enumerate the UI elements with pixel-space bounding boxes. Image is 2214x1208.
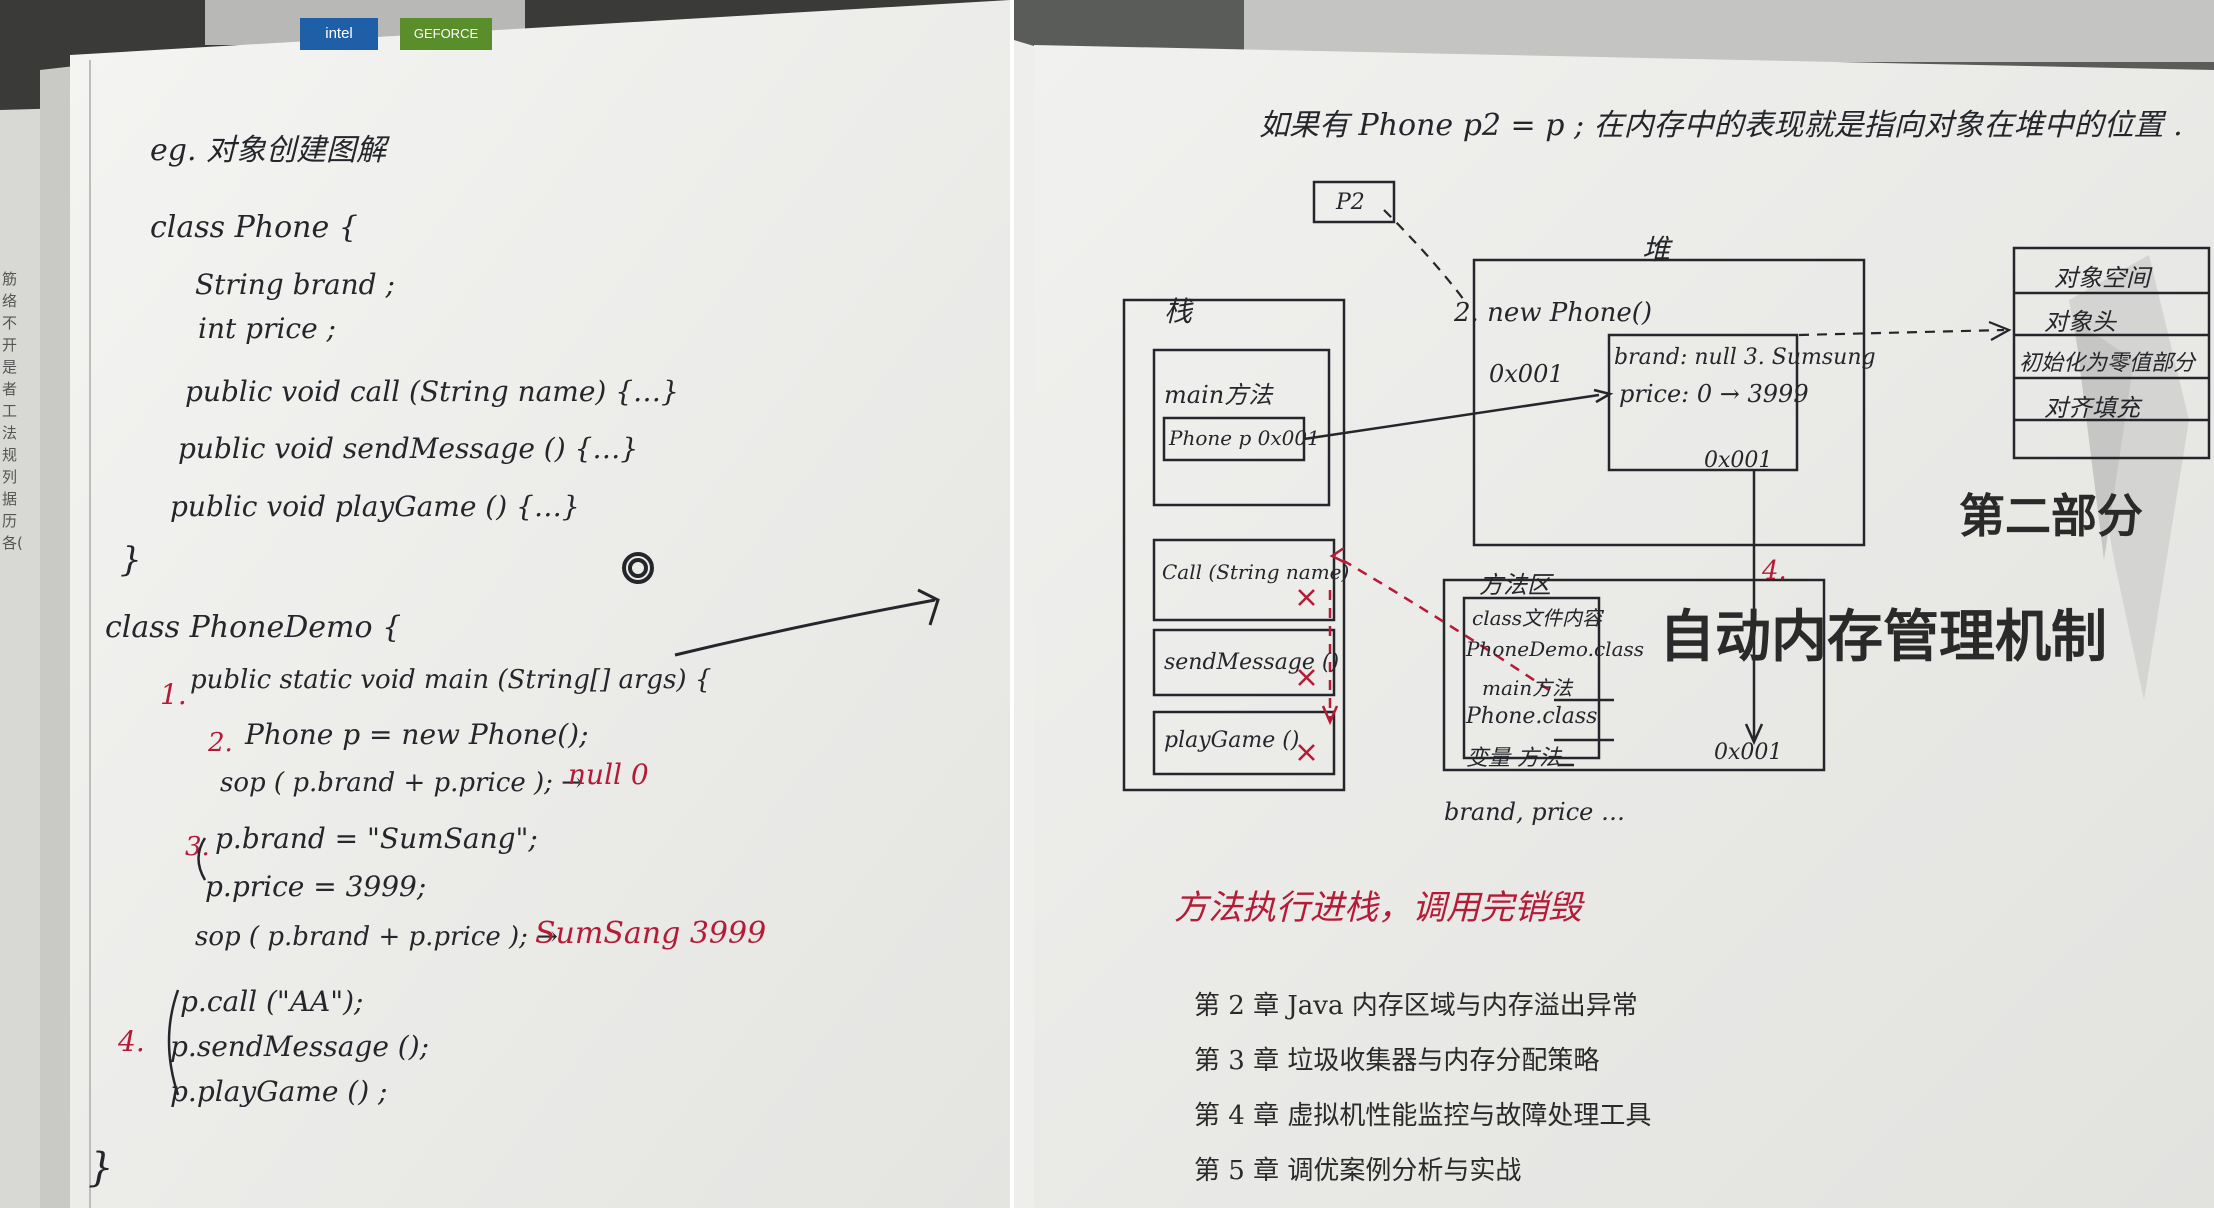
part-title: 第二部分 [1959, 489, 2143, 543]
stack-phone-var: Phone p 0x001 [1169, 426, 1320, 450]
step-4-number: 4. [118, 1025, 145, 1058]
send-message-statement: p.sendMessage (); [170, 1030, 430, 1063]
class-content-box [1462, 596, 1601, 760]
photo-divider [1010, 0, 1014, 1208]
method-area-addr: 0x001 [1714, 740, 1783, 765]
sop-output-2: SumSang 3999 [535, 916, 767, 951]
right-scene [1014, 0, 2214, 1208]
step-1-number: 1. [160, 678, 187, 711]
step-4-heap-label: 4. [1762, 556, 1787, 586]
class-phone-decl: class Phone { [150, 210, 358, 245]
stack-play-game-frame: playGame () [1164, 728, 1300, 753]
method-area-class-content: class文件内容 [1472, 606, 1603, 630]
heap-price-field: price: 0 → 3999 [1619, 380, 1809, 408]
stack-main-frame: main方法 [1164, 381, 1273, 409]
memory-diagram [1122, 180, 2211, 792]
play-game-statement: p.playGame () ; [170, 1075, 388, 1108]
chapter-3: 第 3 章 垃圾收集器与内存分配策略 [1194, 1046, 1600, 1076]
sop-statement-1: sop ( p.brand + p.price ); → [220, 768, 583, 798]
stack-label: 栈 [1164, 295, 1193, 328]
heap-addr-bottom: 0x001 [1704, 448, 1773, 473]
heap-label: 堆 [1642, 233, 1671, 266]
obj-struct-header-part: 对象头 [2044, 308, 2116, 336]
heap-addr-left: 0x001 [1489, 360, 1564, 388]
method-area-label: 方法区 [1479, 571, 1551, 599]
obj-struct-header: 对象空间 [2054, 264, 2150, 292]
method-area-phone-class: Phone.class [1466, 704, 1598, 729]
method-area-main: main方法 [1482, 676, 1573, 700]
field-price: int price ; [198, 312, 336, 345]
p2-label: P2 [1336, 190, 1365, 215]
main-method-decl: public static void main (String[] args) … [190, 665, 712, 695]
class-demo-close: } [88, 1145, 114, 1191]
method-call: public void call (String name) {…} [185, 375, 679, 408]
heap-box [1472, 258, 1866, 547]
sop-output-1: null 0 [568, 758, 649, 791]
heap-new-phone: 2. new Phone() [1454, 298, 1653, 328]
chapter-5: 第 5 章 调优案例分析与实战 [1194, 1156, 1522, 1186]
part-subtitle: 自动内存管理机制 [1659, 604, 2107, 670]
method-area-box [1442, 578, 1826, 772]
class-demo-decl: class PhoneDemo { [105, 610, 402, 645]
send-message-frame-box [1152, 628, 1336, 697]
intel-sticker: intel [300, 18, 378, 50]
red-note: 方法执行进栈，调用完销毁 [1174, 888, 1582, 928]
method-area-var-method: 变量 方法 [1466, 746, 1561, 771]
stack-send-message-frame: sendMessage () [1164, 650, 1340, 675]
fields-note: brand, price … [1444, 798, 1626, 826]
sop-statement-2: sop ( p.brand + p.price ); → [195, 922, 558, 952]
brace-marks [167, 837, 207, 1096]
main-frame-box [1152, 348, 1331, 507]
assign-brand: p.brand = "SumSang"; [215, 822, 538, 855]
method-play-game: public void playGame () {…} [170, 490, 580, 523]
chapter-2: 第 2 章 Java 内存区域与内存溢出异常 [1194, 991, 1638, 1021]
field-brand: String brand ; [195, 268, 395, 301]
class-phone-close: } [120, 540, 142, 580]
margin-chars: 筋络不开 是者工法 规列据历 各( [2, 270, 23, 552]
note-title: eg. 对象创建图解 [150, 133, 387, 168]
call-frame-box [1152, 538, 1336, 622]
scribble-and-arrow [622, 552, 940, 657]
new-phone-statement: Phone p = new Phone(); [245, 718, 589, 751]
top-note: 如果有 Phone p2 = p ; 在内存中的表现就是指向对象在堆中的位置 . [1259, 108, 2183, 143]
obj-struct-zero-init: 初始化为零值部分 [2019, 351, 2196, 376]
stack-box [1122, 298, 1346, 792]
phone-object-box [1607, 333, 1799, 472]
left-scene [0, 0, 1010, 1208]
method-area-phonedemo: PhoneDemo.class [1466, 637, 1645, 661]
call-statement: p.call ("AA"); [180, 985, 364, 1018]
object-structure-box [2012, 246, 2211, 460]
p2-box [1312, 180, 1396, 224]
obj-struct-padding: 对齐填充 [2044, 394, 2140, 422]
right-book-photo: 如果有 Phone p2 = p ; 在内存中的表现就是指向对象在堆中的位置 . [1014, 0, 2214, 1208]
play-game-frame-box [1152, 710, 1336, 776]
assign-price: p.price = 3999; [205, 870, 427, 903]
stack-call-frame: Call (String name) [1162, 560, 1350, 584]
geforce-sticker: GEFORCE [400, 18, 492, 50]
heap-brand-field: brand: null 3. Sumsung [1614, 345, 1876, 370]
chapter-4: 第 4 章 虚拟机性能监控与故障处理工具 [1194, 1101, 1652, 1131]
step-2-number: 2. [208, 728, 233, 758]
left-notebook-photo: intel GEFORCE 筋络不开 是者工法 规列据历 各( eg. 对象创建… [0, 0, 1010, 1208]
method-send-message: public void sendMessage () {…} [178, 432, 639, 465]
